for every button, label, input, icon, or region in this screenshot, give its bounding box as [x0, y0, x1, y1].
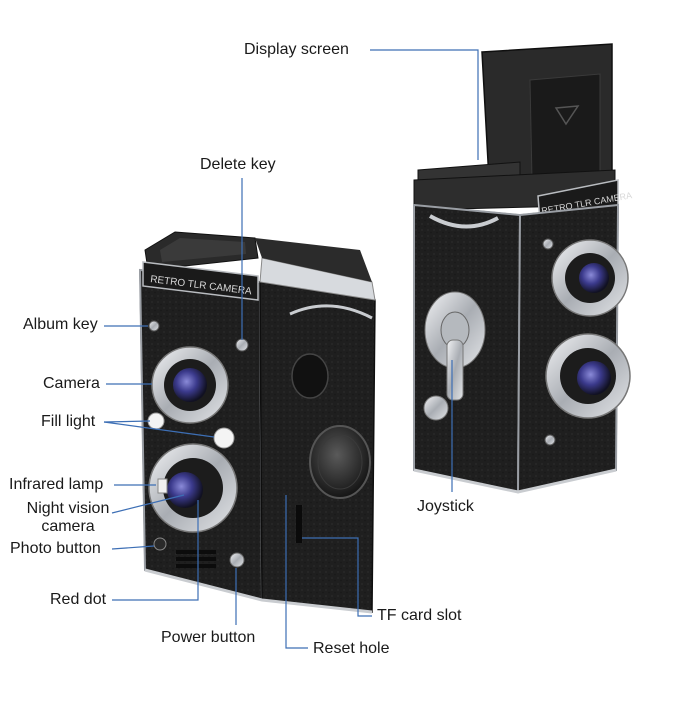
label-tf-card-slot: TF card slot — [377, 607, 462, 624]
label-delete-key: Delete key — [200, 156, 276, 173]
label-fill-light: Fill light — [41, 413, 96, 430]
label-photo-button: Photo button — [10, 540, 101, 557]
speaker-grille — [176, 550, 216, 568]
label-joystick: Joystick — [417, 498, 474, 515]
fill-light-mark — [213, 427, 235, 449]
label-infrared-lamp: Infrared lamp — [9, 476, 104, 493]
label-album-key: Album key — [23, 316, 98, 333]
label-night-vision-camera: Night vision camera — [26, 500, 110, 536]
focus-knob — [309, 425, 371, 499]
label-power-button: Power button — [161, 629, 256, 646]
leader-lines — [103, 49, 479, 649]
label-camera: Camera — [43, 375, 100, 392]
front-camera: RETRO TLR CAMERA — [138, 231, 376, 614]
nameplate-front — [142, 261, 259, 301]
album-key-mark — [148, 320, 160, 332]
photo-button-mark — [153, 537, 167, 551]
label-display-screen: Display screen — [244, 41, 349, 58]
delete-key-mark — [235, 338, 249, 352]
label-reset-hole: Reset hole — [313, 640, 390, 657]
tf-card-slot-mark — [296, 505, 302, 543]
rear-camera: RETRO TLR CAMERA — [413, 43, 633, 494]
infrared-lamp-mark — [157, 478, 168, 494]
joystick-mark — [423, 291, 486, 421]
label-red-dot: Red dot — [50, 591, 107, 608]
power-button-mark — [229, 552, 245, 568]
